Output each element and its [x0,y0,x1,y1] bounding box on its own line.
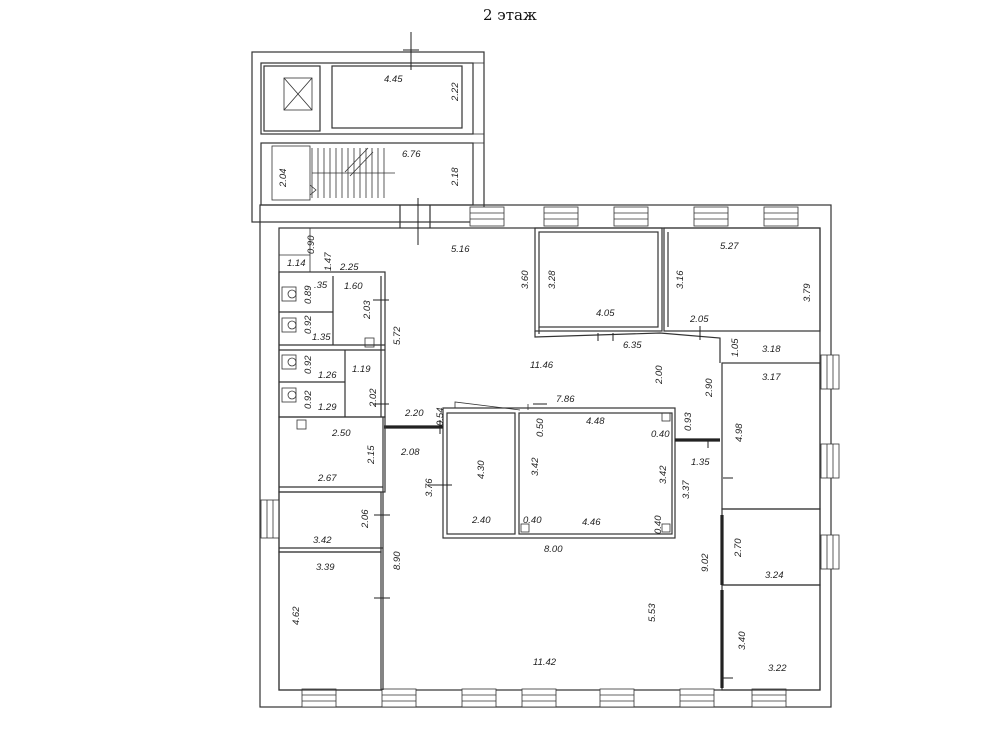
dimension-label: 1.35 [691,457,710,468]
dimension-label: 3.18 [762,344,781,355]
dimension-label: 0.93 [683,412,694,431]
dimension-label: 0.50 [535,418,546,437]
dimension-label: 8.00 [544,544,563,555]
dimension-label: 11.46 [530,360,554,371]
dimension-label: 0.92 [303,355,314,374]
dimension-label: 1.05 [730,338,741,357]
dimension-label: 0.92 [303,390,314,409]
dimension-label: 4.05 [596,308,615,319]
dimension-label: 3.22 [768,663,787,674]
dimension-label: 3.37 [681,480,692,499]
dimension-label: 0.40 [653,515,664,534]
dimension-label: 1.29 [318,402,337,413]
dimension-label: 5.27 [720,241,739,252]
dimension-label: 1.14 [287,258,306,269]
dimension-label: 0.92 [303,315,314,334]
dimension-label: 3.42 [658,465,669,484]
dimension-label: 4.98 [734,423,745,442]
dimension-label: 2.15 [366,445,377,465]
dimension-label: 5.72 [392,326,403,345]
dimension-label: 11.42 [533,657,557,668]
interior-walls [278,227,821,691]
dimension-label: 0.89 [303,285,314,304]
dimension-label: 2.00 [654,365,665,385]
dimension-label: 2.08 [400,447,420,458]
windows-east [820,354,840,570]
windows-south [301,688,787,708]
dimension-label: 6.76 [402,149,421,160]
dimension-label: 4.45 [384,74,403,85]
dimension-label: 2.70 [733,538,744,558]
dimension-label: 2.50 [331,428,351,439]
dimension-label: 3.42 [313,535,332,546]
dimension-label: 2.40 [471,515,491,526]
dimension-label: 2.05 [689,314,709,325]
dimension-label: 2.22 [450,82,461,102]
dimension-label: 4.46 [582,517,601,528]
dimension-label: 3.79 [802,283,813,302]
dimension-label: 4.48 [586,416,605,427]
staircase-icon [271,145,395,201]
dimension-label: 7.86 [556,394,575,405]
dimension-label: 2.02 [368,388,379,408]
dimension-label: 1.47 [323,252,334,271]
windows-north [469,206,799,227]
dimension-label: 0.54 [435,408,446,427]
dimension-label: 3.24 [765,570,784,581]
dimension-label: 1.19 [352,364,371,375]
door-markers [373,299,733,679]
dimension-label: 1.60 [344,281,363,292]
elevator-icon [263,65,321,132]
dimension-label: 3.42 [530,457,541,476]
dimension-label: 1.35 [312,332,331,343]
dimension-label: 4.30 [476,460,487,479]
dimension-label: .35 [314,280,328,291]
dimension-label: 3.40 [737,631,748,650]
dimension-label: 2.06 [360,509,371,529]
dimension-label: 2.04 [278,169,289,189]
dimension-label: 3.76 [424,478,435,497]
dimension-label: 6.35 [623,340,642,351]
dimension-label: 9.02 [700,553,711,572]
building-outline [259,198,832,708]
dimension-label: 2.90 [704,378,715,398]
dimension-label: 3.17 [762,372,781,383]
dimension-label: 0.40 [523,515,542,526]
dimension-label: 0.90 [306,235,317,254]
dimension-label: 2.20 [404,408,424,419]
dimension-label: 3.39 [316,562,335,573]
dimension-label: 2.03 [362,300,373,320]
dimension-label: 5.53 [647,603,658,622]
dimension-label: 3.28 [547,270,558,289]
dimension-label: 3.60 [520,270,531,289]
dimension-label: 4.62 [291,606,302,625]
stair-annex [251,32,485,223]
dimension-label: 8.90 [392,551,403,570]
dimension-label: 0.40 [651,429,670,440]
toilet-icon [281,286,297,403]
dimension-label: 1.26 [318,370,337,381]
dimension-label: 2.25 [339,262,359,273]
dimension-label: 3.16 [675,270,686,289]
dimension-label: 2.18 [450,167,461,187]
floor-title: 2 этаж [483,6,537,24]
dimension-label: 2.67 [317,473,337,484]
windows-west [260,499,280,539]
dimension-label: 5.16 [451,244,470,255]
